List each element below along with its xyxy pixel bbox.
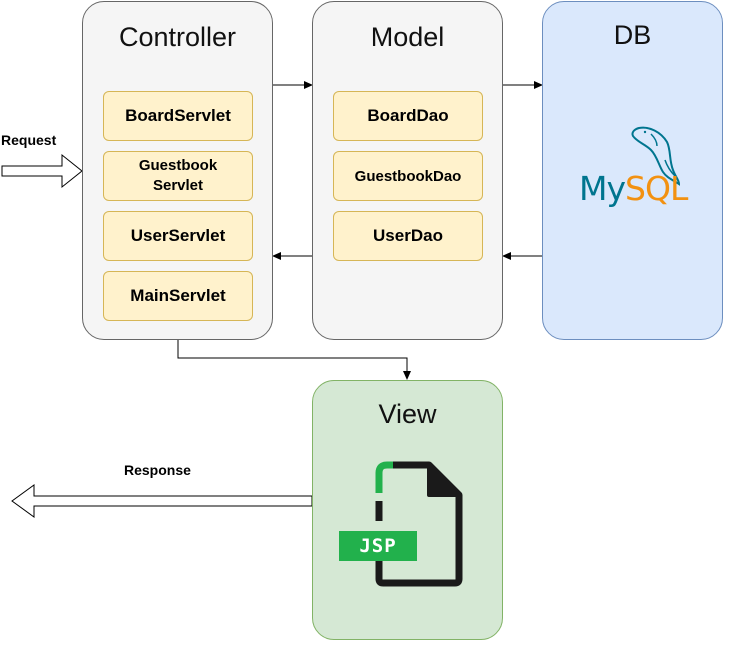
db-panel: DB MySQL [542,1,723,340]
request-arrow [1,153,83,189]
controller-title: Controller [118,22,237,52]
jsp-badge-text: JSP [359,535,397,557]
mysql-dolphin-icon [631,126,681,186]
mysql-logo: MySQL [579,120,689,220]
model-title: Model [370,22,445,52]
user-servlet-box: UserServlet [103,211,253,261]
user-dao-box: UserDao [333,211,483,261]
board-dao-box: BoardDao [333,91,483,141]
view-panel: View JSP [312,380,503,640]
board-servlet-box: BoardServlet [103,91,253,141]
guestbook-dao-box: GuestbookDao [333,151,483,201]
model-panel: Model BoardDao GuestbookDao UserDao [312,1,503,340]
controller-panel: Controller BoardServlet Guestbook Servle… [82,1,273,340]
db-title: DB [613,20,652,50]
view-title: View [378,399,437,429]
jsp-file-icon [339,461,463,587]
request-label: Request [1,132,57,148]
arrow-controller-to-view [177,340,411,380]
mysql-logo-text: MySQL [579,169,688,208]
response-label: Response [124,462,191,478]
main-servlet-box: MainServlet [103,271,253,321]
guestbook-servlet-box: Guestbook Servlet [103,151,253,201]
response-arrow [11,484,313,518]
